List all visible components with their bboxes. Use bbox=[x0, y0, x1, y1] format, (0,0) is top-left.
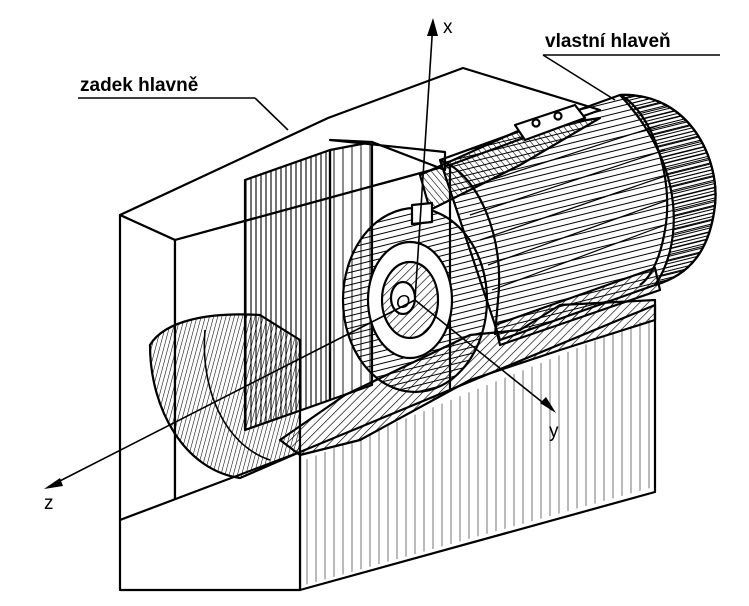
callout-barrel: vlastní hlaveň bbox=[542, 31, 720, 101]
z-axis-label: z bbox=[44, 493, 54, 514]
x-axis-arrow bbox=[427, 18, 438, 36]
barrel bbox=[438, 93, 717, 347]
callout-breech: zadek hlavně bbox=[78, 75, 289, 131]
y-axis-arrow bbox=[540, 397, 556, 413]
chamber-key bbox=[410, 201, 434, 226]
z-axis-arrow bbox=[44, 478, 63, 489]
axes: x y z O bbox=[44, 17, 559, 514]
leader-breech bbox=[254, 97, 289, 131]
barrel-bracket bbox=[513, 103, 587, 142]
label-breech: zadek hlavně bbox=[80, 75, 198, 96]
y-axis-line bbox=[414, 299, 553, 411]
x-axis-line bbox=[414, 21, 434, 301]
x-axis-label: x bbox=[443, 17, 453, 38]
y-axis-label: y bbox=[549, 421, 559, 442]
origin-label: O bbox=[396, 292, 410, 312]
label-barrel: vlastní hlaveň bbox=[545, 31, 671, 52]
z-axis-line bbox=[47, 299, 416, 488]
leader-barrel bbox=[542, 54, 616, 101]
